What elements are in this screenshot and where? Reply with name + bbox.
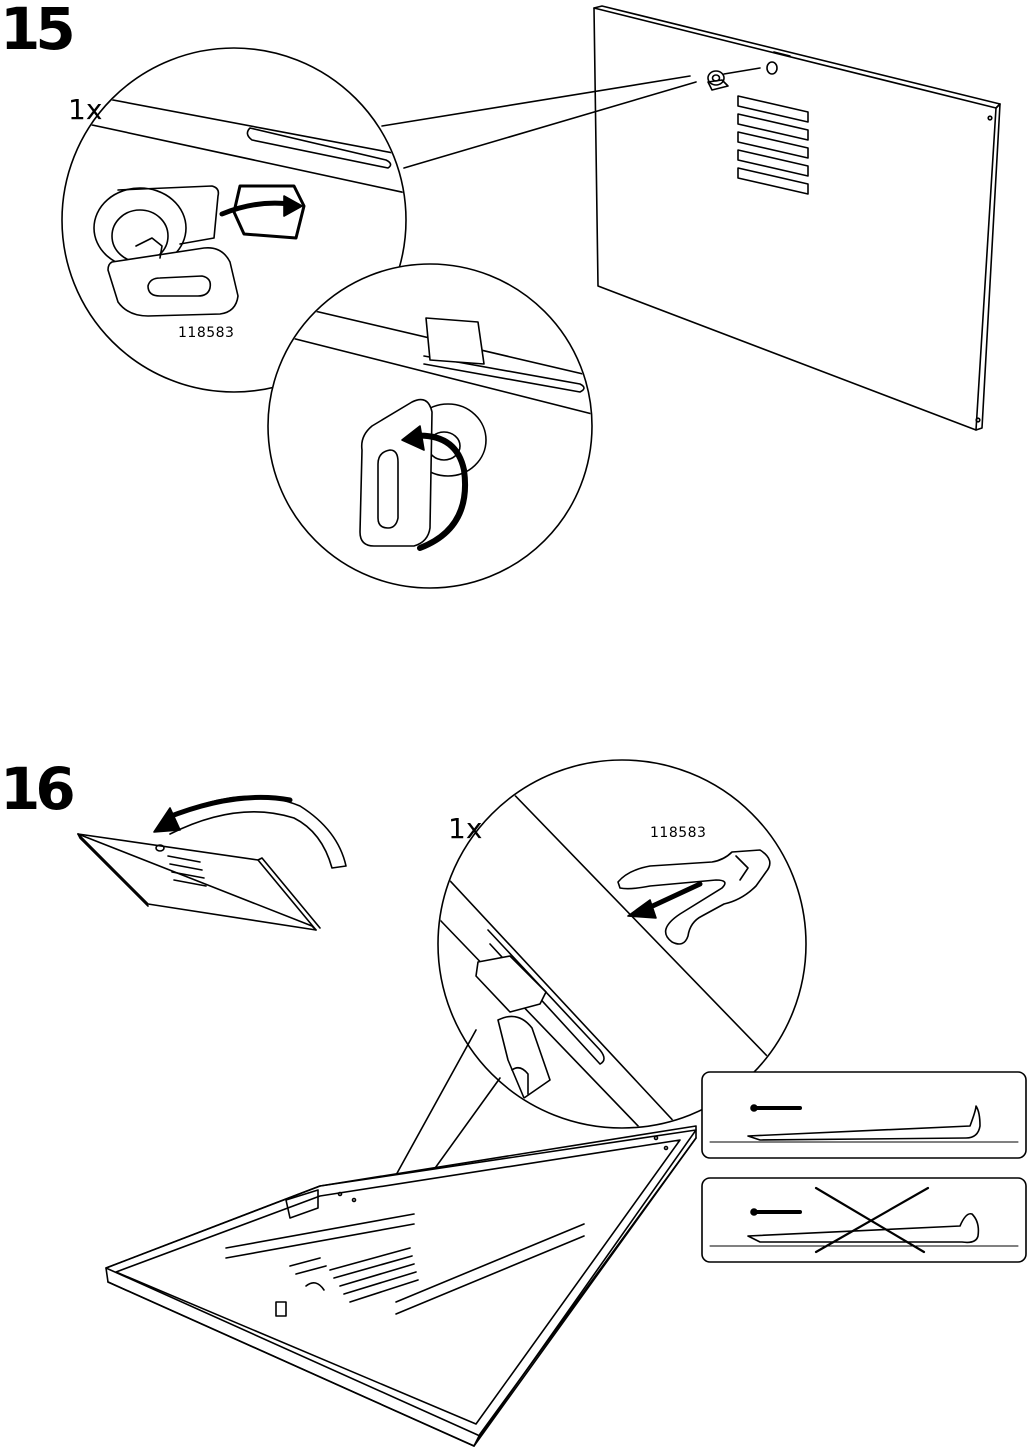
- wrong-example-box: [702, 1178, 1026, 1262]
- correct-example-box: [702, 1072, 1026, 1158]
- step-15-illustration: [60, 6, 1000, 588]
- step-16-part-number: 118583: [650, 826, 706, 840]
- step-16-number: 16: [0, 760, 71, 818]
- detail-circle-turn-clip: [268, 264, 600, 588]
- step-15-quantity: 1x: [68, 96, 102, 124]
- step-16-illustration: [78, 760, 1026, 1446]
- step-16-quantity: 1x: [448, 815, 482, 843]
- cabinet-frame: [106, 1126, 696, 1446]
- flip-panel: [78, 796, 346, 930]
- step-15-number: 15: [0, 0, 71, 58]
- step-15-part-number: 118583: [178, 326, 234, 340]
- back-panel: [594, 6, 1000, 430]
